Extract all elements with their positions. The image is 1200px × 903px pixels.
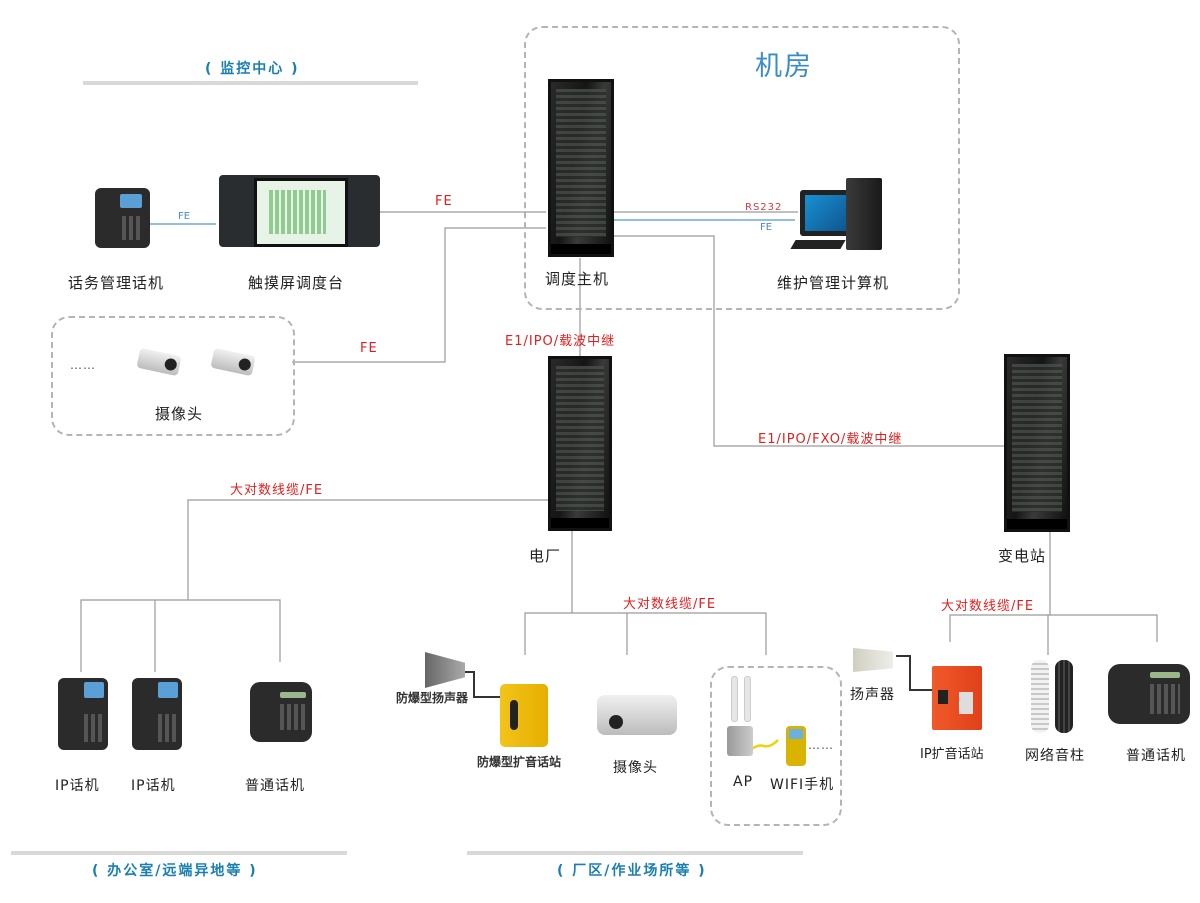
link-label-rs232: RS232 <box>745 202 783 213</box>
explosion-proof-speaker-label: 防爆型扬声器 <box>396 691 469 705</box>
link-label-phone-console: FE <box>178 211 191 222</box>
substation-label: 变电站 <box>998 547 1047 565</box>
plant-camera-label: 摄像头 <box>613 760 658 776</box>
wire-host-substation <box>614 235 1004 447</box>
power-plant-rack-icon[interactable] <box>548 356 612 531</box>
wireless-link-icon <box>749 739 779 752</box>
ip-phone-label-2: IP话机 <box>131 778 176 794</box>
cameras-group-box <box>51 316 295 436</box>
substation-rack-icon[interactable] <box>1004 354 1070 532</box>
ip-pa-station-label: IP扩音话站 <box>920 747 984 762</box>
zone-divider-office <box>11 851 347 855</box>
link-label-console-host: FE <box>435 194 453 209</box>
link-label-host-pc-fe: FE <box>760 222 773 233</box>
machine-room-box <box>524 26 960 310</box>
wire-horn-station <box>458 671 500 698</box>
explosion-proof-station-label: 防爆型扩音话站 <box>477 755 562 769</box>
plant-camera-icon[interactable] <box>597 695 677 735</box>
ap-icon[interactable] <box>727 726 753 756</box>
speaker-icon[interactable] <box>853 648 893 672</box>
link-label-host-substation: E1/IPO/FXO/载波中继 <box>758 432 903 447</box>
analog-phone-icon-office[interactable] <box>250 682 312 742</box>
wire-sub-branch <box>949 614 1158 642</box>
network-column-speaker-label: 网络音柱 <box>1025 748 1085 764</box>
operator-phone-label: 话务管理话机 <box>68 274 165 292</box>
pc-tower-icon <box>846 178 882 250</box>
link-label-substation-field: 大对数线缆/FE <box>941 599 1035 614</box>
ip-phone-icon-2[interactable] <box>132 678 182 750</box>
power-plant-label: 电厂 <box>529 547 562 565</box>
wire-office-branch <box>80 599 281 672</box>
ap-label: AP <box>733 774 754 790</box>
link-label-plant-field: 大对数线缆/FE <box>623 597 717 612</box>
wifi-group-box <box>710 666 842 826</box>
speaker-label: 扬声器 <box>850 687 895 703</box>
dispatch-host-label: 调度主机 <box>545 270 610 288</box>
wifi-phone-icon[interactable] <box>786 726 806 766</box>
touch-console-icon[interactable] <box>219 175 380 247</box>
operator-phone-icon[interactable] <box>95 188 150 248</box>
ip-phone-icon-1[interactable] <box>58 678 108 750</box>
wire-cameras-host <box>292 227 546 363</box>
keyboard-icon <box>790 240 846 249</box>
analog-phone-label-office: 普通话机 <box>245 778 305 794</box>
link-label-host-plant: E1/IPO/载波中继 <box>505 334 616 349</box>
ap-antenna-1 <box>731 676 738 722</box>
network-column-speaker-icon-1[interactable] <box>1031 660 1049 733</box>
zone-title-monitoring-center: ( 监控中心 ) <box>205 61 300 77</box>
ap-antenna-2 <box>744 676 751 722</box>
wire-plant-office-trunk <box>187 499 548 600</box>
zone-divider-plant <box>467 851 803 855</box>
explosion-proof-station-icon[interactable] <box>500 684 548 747</box>
zone-title-plant-area: ( 厂区/作业场所等 ) <box>557 863 707 879</box>
network-column-speaker-icon-2[interactable] <box>1055 660 1073 733</box>
analog-phone-label-substation: 普通话机 <box>1126 748 1186 764</box>
link-label-plant-office: 大对数线缆/FE <box>230 483 324 498</box>
ip-pa-station-icon[interactable] <box>932 666 982 730</box>
touch-console-label: 触摸屏调度台 <box>248 274 345 292</box>
maintenance-pc-label: 维护管理计算机 <box>777 274 890 292</box>
cameras-ellipsis: …… <box>70 358 96 372</box>
wire-field-branch <box>524 612 767 655</box>
wifi-phone-label: WIFI手机 <box>770 777 835 793</box>
dispatch-host-rack-icon[interactable] <box>548 79 614 257</box>
cameras-label: 摄像头 <box>155 405 204 423</box>
wire-speaker-ip-station <box>896 655 932 691</box>
zone-divider-monitoring <box>83 81 418 85</box>
analog-phone-icon-substation[interactable] <box>1108 664 1190 724</box>
zone-title-office-remote: ( 办公室/远端异地等 ) <box>92 863 258 879</box>
wifi-ellipsis: …… <box>808 738 834 752</box>
ip-phone-label-1: IP话机 <box>55 778 100 794</box>
link-label-cameras-host: FE <box>360 341 378 356</box>
machine-room-title: 机房 <box>755 51 813 82</box>
